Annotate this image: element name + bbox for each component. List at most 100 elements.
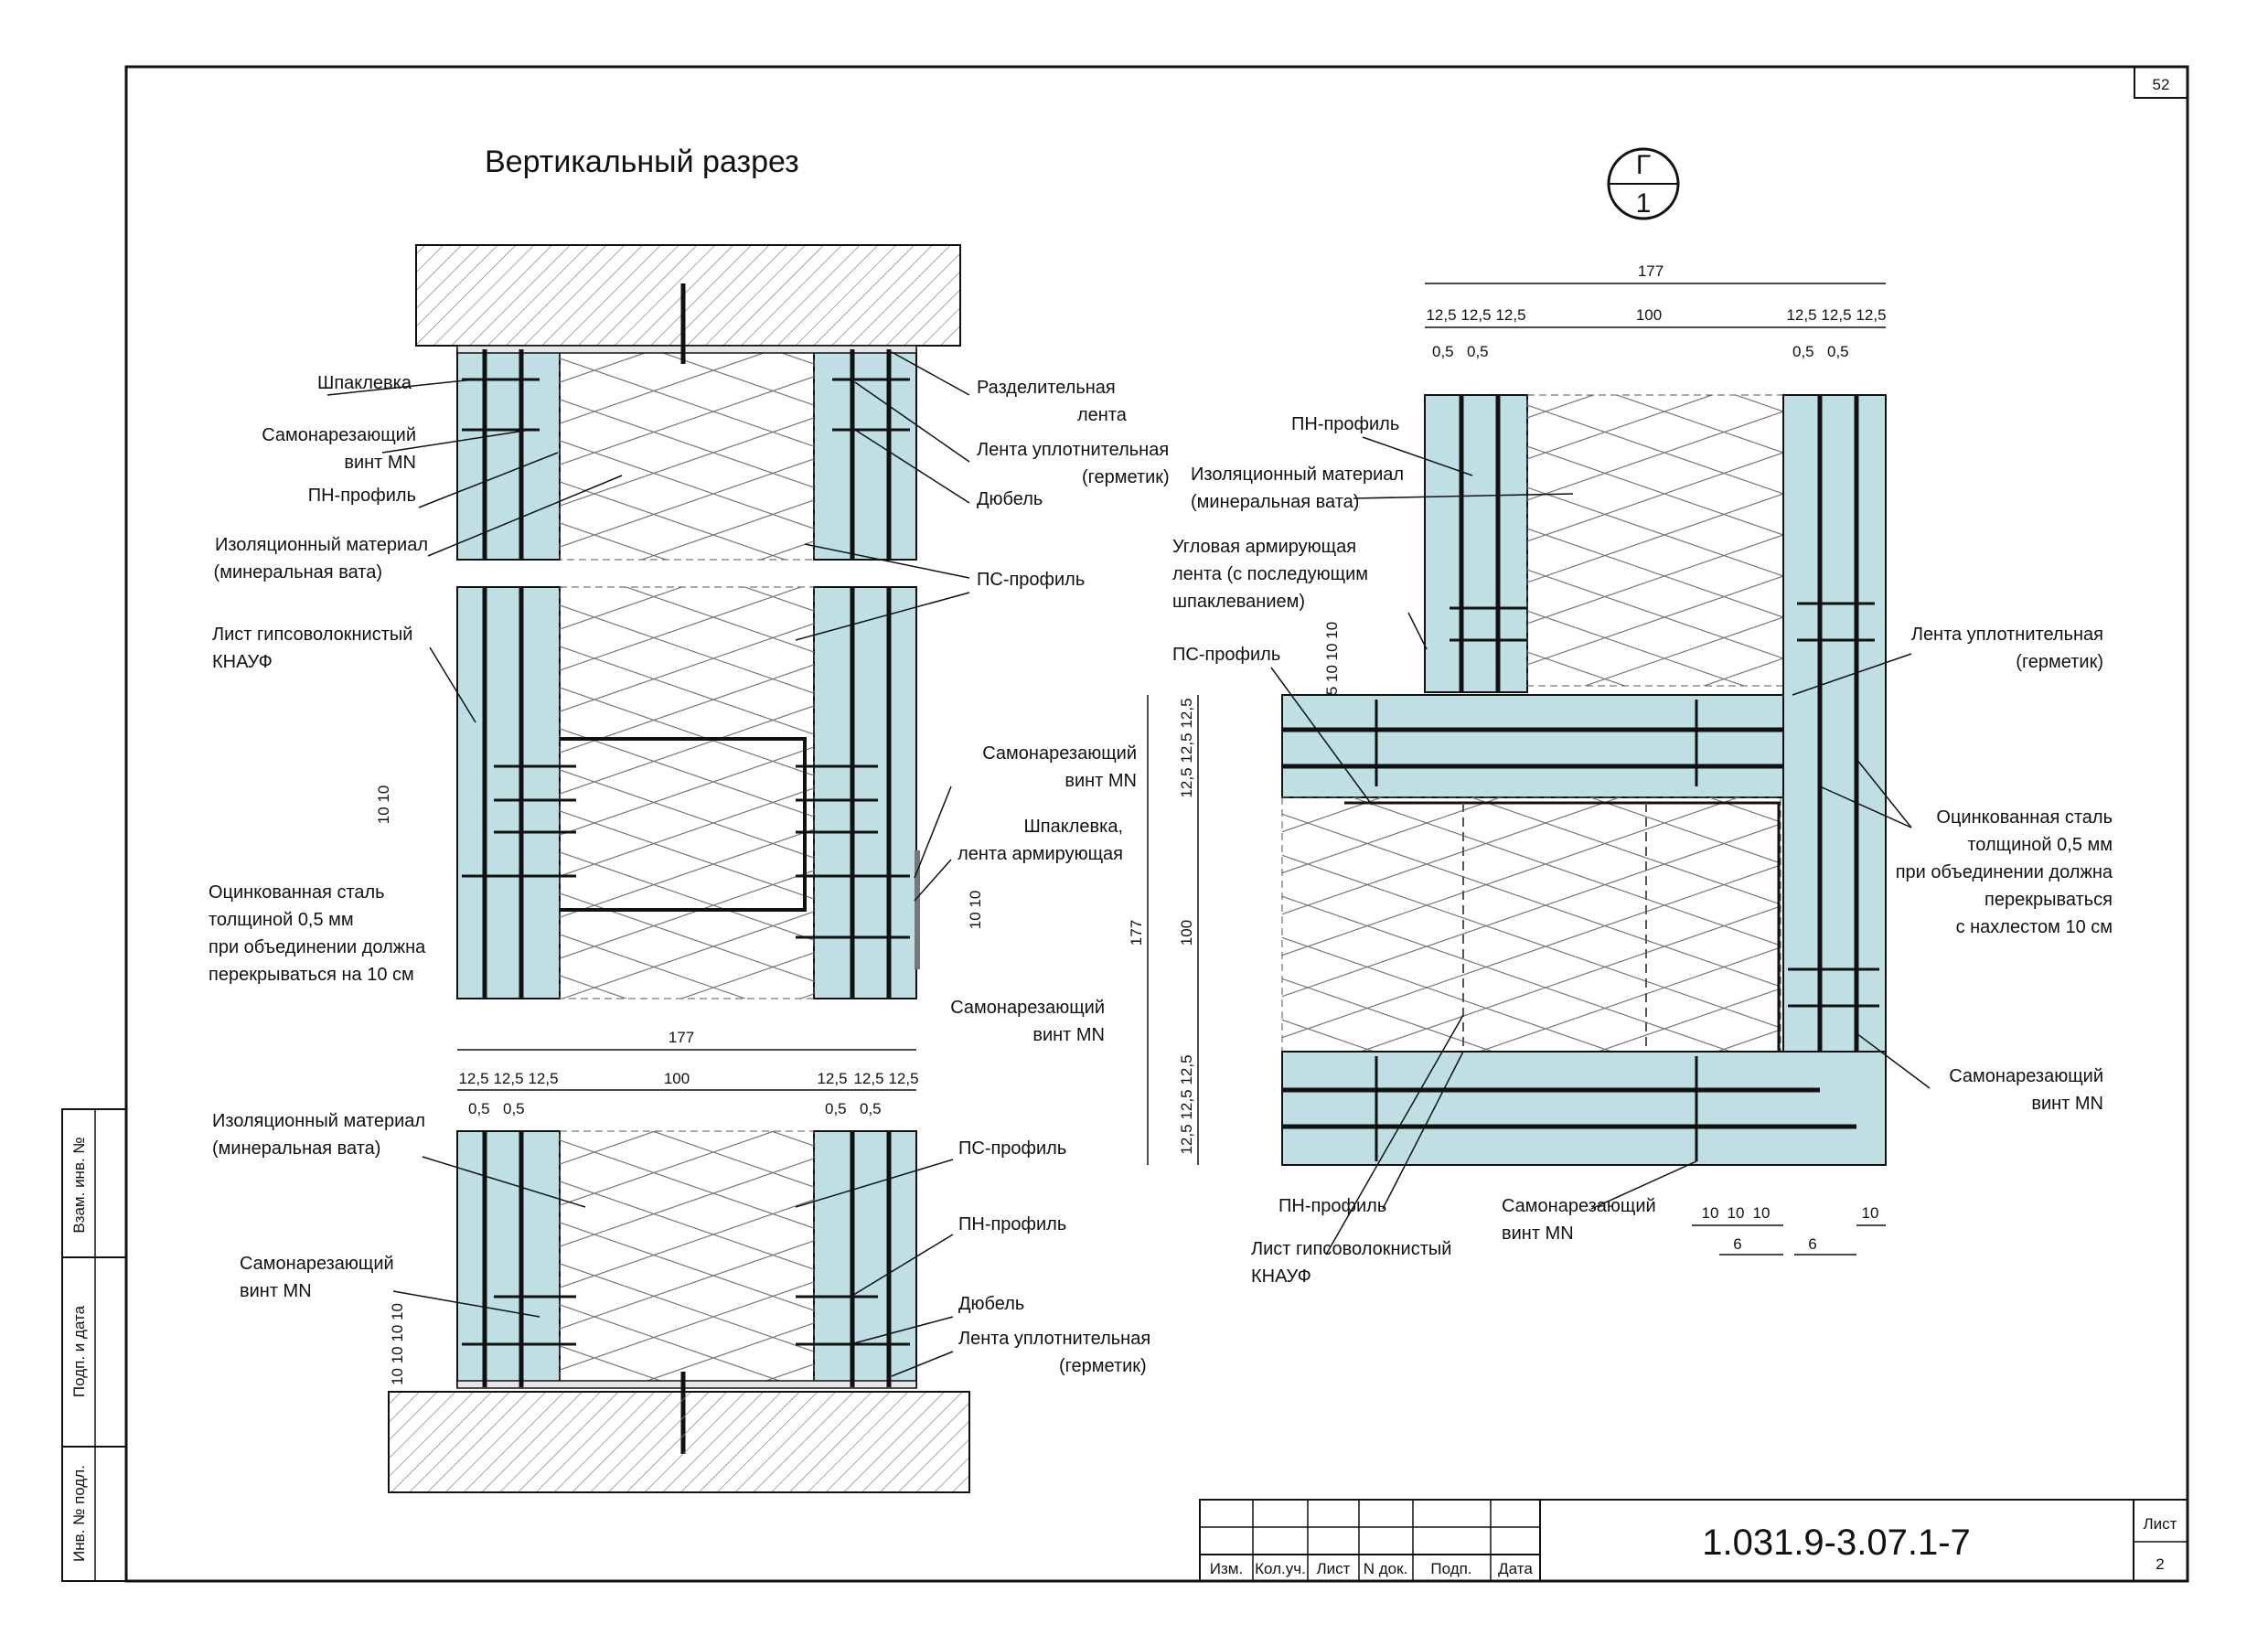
section-number: 1 [1636,188,1652,219]
dim-corner-part-3: 12,5 [1495,306,1525,324]
label-sealing-tape: Лента уплотнительная (герметик) [977,440,1170,487]
label-dowel: Дюбель [977,489,1043,509]
dim-right-10-10: 10 10 [967,891,984,930]
label-corner-screw-right: Самонарезающий винт MN [1949,1066,2103,1114]
sheet-frame [124,65,2189,1583]
label-shpaklevka-tape-l1: Шпаклевка, [1023,817,1123,837]
label-corner-sheet-l2: КНАУФ [1251,1266,1311,1287]
tb-col-podp: Подп. [1430,1560,1471,1577]
label-bottom-sealing-tape-l2: (герметик) [1059,1356,1147,1376]
stamp-replacement: Взам. инв. № [70,1137,88,1233]
label-sealing-tape-l2: (герметик) [1082,467,1170,487]
dim-corner-left-part-4: 12,5 [1178,1054,1195,1085]
label-insulation: Изоляционный материал (минеральная вата) [214,535,428,582]
dim-corner-part-1: 12,5 [1426,306,1456,324]
floor-slab [388,1391,970,1493]
title-block: Изм. Кол.уч. Лист N док. Подп. Дата 1.03… [1199,1499,2188,1582]
label-insulation-l1: Изоляционный материал [215,535,428,555]
label-corner-tape-l1: Угловая армирующая [1172,537,1356,557]
label-corner-steel-l4: перекрываться [1984,890,2113,910]
middle-wall [456,586,920,999]
sheet-number-box [2134,66,2188,99]
label-corner-tape: Угловая армирующая лента (с последующим шп… [1172,537,1368,612]
corner-section: 177 12,5 12,5 12,5 100 12,5 12,5 12,5 0,… [1128,262,2113,1287]
tb-sheet-value: 2 [2156,1555,2164,1573]
label-separating-tape-l2: лента [1077,405,1128,425]
dim-corner-part-6: 12,5 [1821,306,1851,324]
label-corner-ps-profile: ПС-профиль [1172,645,1280,665]
dim-corner-bottom-2: 10 [1728,1204,1745,1222]
label-screw-right2-l1: Самонарезающий [950,998,1105,1018]
label-bottom-insulation-l2: (минеральная вата) [212,1138,380,1159]
dim-corner-six-b: 6 [1808,1235,1816,1253]
stamp-original-inv: Инв. № подл. [70,1465,88,1562]
dim-corner-part-5: 12,5 [1786,306,1816,324]
label-steel-l3: при объединении должна [209,937,426,957]
label-screw-right-l2: винт MN [1064,771,1137,791]
tb-col-koluch: Кол.уч. [1255,1560,1306,1577]
label-screw-top-l1: Самонарезающий [262,425,416,445]
dim-left-10-10: 10 10 [375,785,392,825]
label-corner-tape-l3: шпаклеванием) [1172,592,1305,612]
label-screw-right2: Самонарезающий винт MN [950,998,1105,1045]
label-screw-right2-l2: винт MN [1032,1025,1105,1045]
dim-corner-left-100: 100 [1178,920,1195,946]
tb-col-list: Лист [1317,1560,1351,1577]
label-corner-insulation: Изоляционный материал (минеральная вата) [1191,465,1404,512]
dim-bottom-part-4: 100 [664,1070,690,1087]
dim-bottom-part-7: 12,5 [888,1070,918,1087]
label-bottom-sealing-tape: Лента уплотнительная (герметик) [958,1329,1150,1376]
dim-corner-left-part-5: 12,5 [1178,1089,1195,1119]
label-bottom-screw-l1: Самонарезающий [240,1254,394,1274]
label-corner-insulation-l2: (минеральная вата) [1191,492,1359,512]
label-corner-screw-bottom-l1: Самонарезающий [1502,1196,1656,1216]
dim-bottom-half-2: 0,5 [503,1100,525,1117]
dim-corner-part-4: 100 [1636,306,1662,324]
dim-corner-left-part-2: 12,5 [1178,732,1195,763]
label-corner-screw-right-l1: Самонарезающий [1949,1066,2103,1086]
dim-bottom-total: 177 [669,1029,694,1046]
dim-corner-left-total: 177 [1128,920,1145,946]
label-pn-profile: ПН-профиль [308,486,416,506]
dim-corner-half-3: 0,5 [1792,343,1814,360]
dim-corner-left-part-3: 12,5 [1178,767,1195,797]
upper-wall [456,283,917,561]
label-corner-insulation-l1: Изоляционный материал [1191,465,1404,485]
label-corner-pn-bottom: ПН-профиль [1278,1196,1386,1216]
label-corner-tape-l2: лента (с последующим [1172,564,1368,584]
dim-bottom-part-6: 12,5 [853,1070,883,1087]
label-bottom-sealing-tape-l1: Лента уплотнительная [958,1329,1150,1349]
dim-corner-half-1: 0,5 [1432,343,1454,360]
label-corner-sealing-l2: (герметик) [2016,652,2103,672]
label-corner-screw-right-l2: винт MN [2031,1094,2103,1114]
dim-bottom-part-3: 12,5 [528,1070,558,1087]
dim-bottom-part-1: 12,5 [458,1070,488,1087]
stamp-signature-date: Подп. и дата [70,1305,88,1397]
label-corner-steel-l3: при объединении должна [1896,862,2113,882]
dim-corner-part-7: 12,5 [1856,306,1886,324]
dim-corner-bottom-3: 10 [1753,1204,1771,1222]
label-sheet-l2: КНАУФ [212,652,273,672]
label-bottom-ps-profile: ПС-профиль [958,1138,1066,1159]
label-corner-steel-l5: с нахлестом 10 см [1956,917,2113,937]
label-screw-top-l2: винт MN [344,453,416,473]
label-corner-sheet-l1: Лист гипсоволокнистый [1251,1239,1451,1259]
dim-corner-bottom-right: 10 [1862,1204,1879,1222]
label-ps-profile: ПС-профиль [977,570,1085,590]
label-separating-tape-l1: Разделительная [977,378,1116,398]
ceiling-slab [415,244,961,347]
label-bottom-insulation-l1: Изоляционный материал [212,1111,425,1131]
label-insulation-l2: (минеральная вата) [214,562,382,582]
dim-bottom-part-5: 12,5 [817,1070,847,1087]
tb-sheet-label: Лист [2144,1515,2177,1533]
label-sealing-tape-l1: Лента уплотнительная [977,440,1169,460]
label-shpaklevka: Шпаклевка [317,373,412,393]
label-corner-steel-l2: толщиной 0,5 мм [1967,835,2113,855]
dim-bottom-half-1: 0,5 [468,1100,490,1117]
